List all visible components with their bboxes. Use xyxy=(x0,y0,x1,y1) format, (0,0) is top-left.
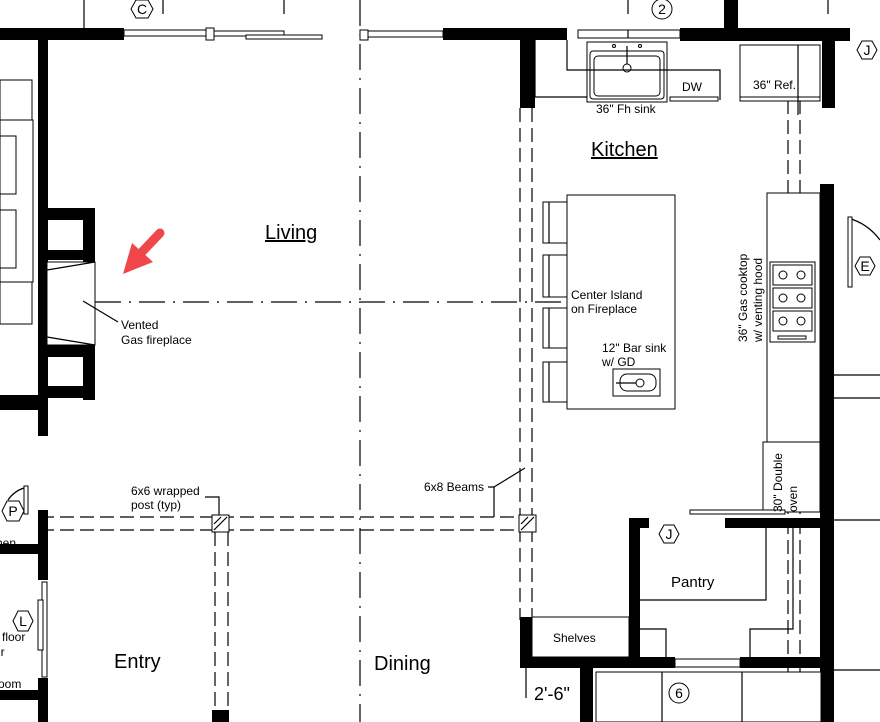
post-label-1: 6x6 wrapped xyxy=(131,484,200,498)
dimension-label: 2'-6" xyxy=(534,684,570,704)
bar-sink-label-2: w/ GD xyxy=(601,355,636,369)
tag-j-top: J xyxy=(856,40,878,60)
bar-stools xyxy=(542,201,568,403)
windows xyxy=(37,27,741,678)
svg-text:J: J xyxy=(666,526,673,542)
oven-label-1: 30" Double xyxy=(771,453,785,512)
svg-text:J: J xyxy=(864,42,871,58)
center-lines xyxy=(40,0,829,722)
room-label-entry: Entry xyxy=(114,651,161,673)
island-label-1: Center Island xyxy=(571,288,642,302)
tag-2: 2 xyxy=(651,0,673,20)
svg-text:E: E xyxy=(860,258,869,274)
tag-l: L xyxy=(12,610,34,632)
door-swing xyxy=(7,487,25,501)
tag-6: 6 xyxy=(668,682,690,704)
svg-text:C: C xyxy=(137,1,147,17)
room-label-shelves: Shelves xyxy=(553,631,596,645)
post-label-2: post (typ) xyxy=(131,498,181,512)
room-label-dining: Dining xyxy=(374,653,431,675)
svg-text:L: L xyxy=(19,613,27,629)
oven-label-2: oven xyxy=(786,486,800,512)
svg-text:2: 2 xyxy=(658,1,666,17)
refrigerator-label: 36" Ref. xyxy=(753,78,796,92)
bar-sink-label-1: 12" Bar sink xyxy=(602,341,667,355)
svg-text:6: 6 xyxy=(675,685,683,701)
tag-e: E xyxy=(854,256,876,276)
left-furniture xyxy=(0,79,34,325)
left-fragment-4: oom xyxy=(0,677,21,691)
annotation-arrow xyxy=(123,228,165,274)
fireplace-label-1: Vented xyxy=(121,318,158,332)
fireplace-label-2: Gas fireplace xyxy=(121,333,192,347)
cooktop-burners xyxy=(772,264,813,340)
tag-p: P xyxy=(1,500,25,522)
beams-label: 6x8 Beams xyxy=(424,480,484,494)
svg-text:P: P xyxy=(8,503,17,519)
room-label-living: Living xyxy=(265,222,317,244)
cooktop-label-2: w/ venting hood xyxy=(751,258,765,343)
door-leaf xyxy=(23,485,29,515)
tag-c: C xyxy=(130,0,154,19)
left-fragment-1: hen xyxy=(0,536,16,550)
cooktop-label-1: 36" Gas cooktop xyxy=(736,253,750,342)
posts xyxy=(205,467,537,533)
left-fragment-2: floor xyxy=(2,630,25,644)
sink-label: 36" Fh sink xyxy=(596,102,657,116)
room-label-pantry: Pantry xyxy=(671,574,715,591)
left-fragment-3: lr xyxy=(0,645,5,659)
island-label-2: on Fireplace xyxy=(571,302,637,316)
kitchen-fixtures xyxy=(531,40,880,722)
room-label-kitchen: Kitchen xyxy=(591,139,658,161)
dishwasher-label: DW xyxy=(682,80,703,94)
tag-j-pantry: J xyxy=(658,524,680,544)
fireplace xyxy=(46,261,119,346)
walls xyxy=(0,0,850,722)
